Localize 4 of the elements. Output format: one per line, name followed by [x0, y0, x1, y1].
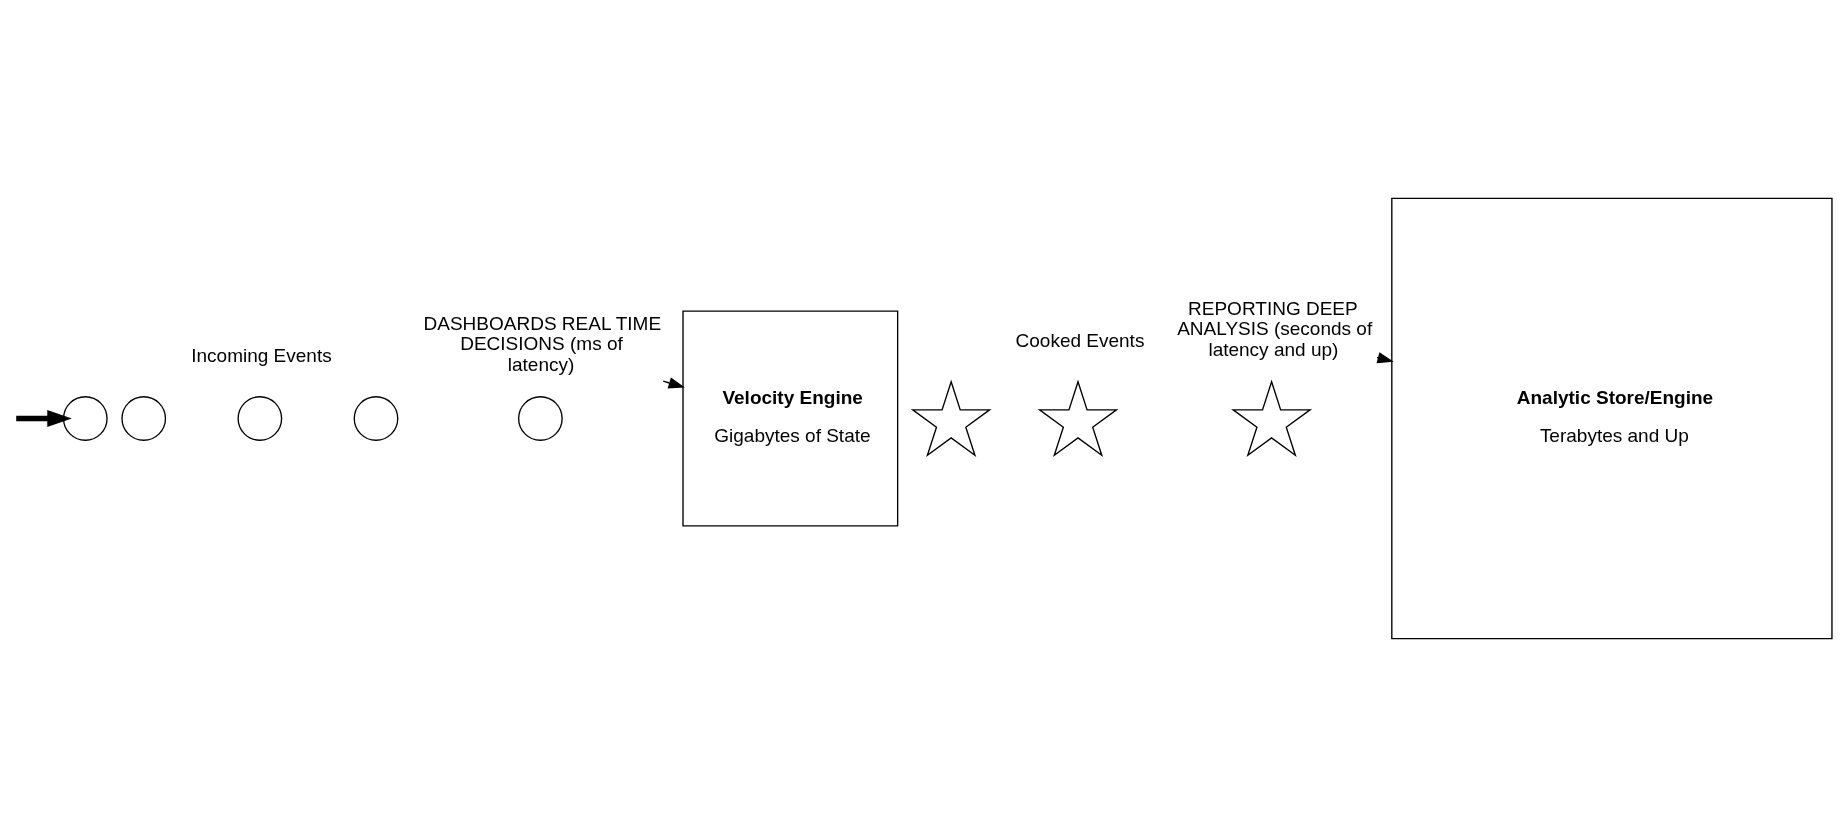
node-text: DASHBOARDS REAL TIME DECISIONS (ms of latency) — [423, 312, 661, 375]
label: Cooked Events — [1015, 330, 1144, 352]
node-text: REPORTING DEEP ANALYSIS (seconds of latency and up) — [1176, 297, 1372, 360]
label: Incoming Events — [190, 345, 332, 367]
